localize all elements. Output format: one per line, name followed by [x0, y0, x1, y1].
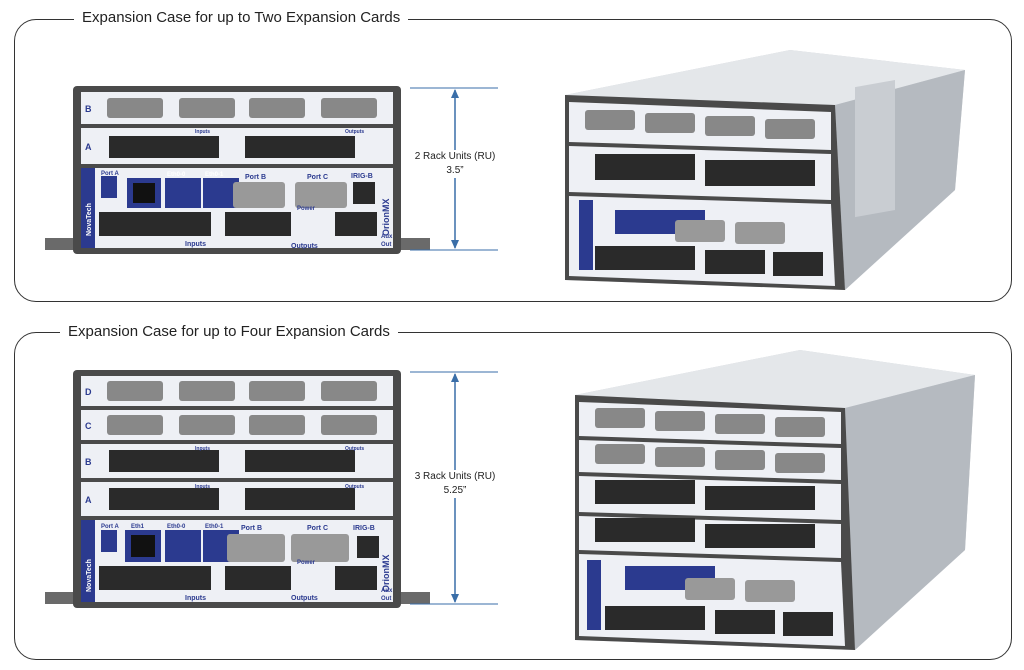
dimension-ru: 2 Rack Units (RU)	[414, 151, 496, 162]
port-a-label: Port A	[101, 524, 119, 530]
row-label-b: B	[85, 457, 92, 467]
irig-label: IRIG-B	[351, 173, 373, 180]
section-title: Expansion Case for up to Four Expansion …	[60, 323, 398, 340]
card-inputs-label-a: Inputs	[195, 484, 210, 490]
row-label-a: A	[85, 142, 92, 152]
model-label: OrionMX	[381, 555, 391, 593]
port-c-label: Port C	[307, 174, 328, 181]
aux-label: Aux	[381, 588, 393, 594]
card-inputs-label: Inputs	[195, 129, 210, 135]
eth0-1-label: Eth0-1	[205, 524, 224, 530]
port-c-label: Port C	[307, 525, 328, 532]
outputs-label: Outputs	[291, 595, 318, 602]
dimension-label: 3 Rack Units (RU) 5.25”	[405, 470, 505, 498]
card-inputs-label-b: Inputs	[195, 446, 210, 452]
row-label-a: A	[85, 495, 92, 505]
port-a-label: Port A	[101, 171, 119, 177]
outputs-label: Outputs	[291, 243, 318, 250]
eth0-0-label: Eth0-0	[167, 172, 186, 178]
perspective-view-device-2ru	[565, 50, 965, 290]
port-b-label: Port B	[245, 174, 266, 181]
eth0-0-label: Eth0-0	[167, 524, 186, 530]
row-label-d: D	[85, 387, 92, 397]
model-label: OrionMX	[381, 199, 391, 237]
front-view-device-3ru: D C B A Port A Eth1 Eth0-0 Eth0-1 Port B…	[45, 370, 430, 608]
inputs-label: Inputs	[185, 595, 206, 602]
brand-label: NovaTech	[86, 559, 93, 592]
brand-label: NovaTech	[86, 203, 93, 236]
power-label: Power	[297, 206, 316, 212]
inputs-label: Inputs	[185, 241, 206, 248]
port-b-label: Port B	[241, 525, 262, 532]
out-label: Out	[381, 596, 391, 602]
power-label: Power	[297, 560, 316, 566]
eth1-label: Eth1	[131, 524, 145, 530]
aux-label: Aux	[381, 234, 393, 240]
card-outputs-label-a: Outputs	[345, 484, 364, 490]
card-outputs-label-b: Outputs	[345, 446, 364, 452]
row-label-c: C	[85, 421, 92, 431]
eth0-1-label: Eth0-1	[205, 172, 224, 178]
dimension-ru: 3 Rack Units (RU)	[414, 471, 496, 482]
section-title: Expansion Case for up to Two Expansion C…	[74, 9, 409, 26]
dimension-inches: 3.5”	[446, 165, 464, 176]
perspective-view-device-3ru	[575, 350, 975, 650]
front-view-device-2ru: B A Port A Eth0-0 Eth0-1 Port B Port C I…	[45, 86, 430, 254]
irig-label: IRIG-B	[353, 525, 375, 532]
dimension-inches: 5.25”	[443, 485, 467, 496]
dimension-label: 2 Rack Units (RU) 3.5”	[405, 150, 505, 178]
row-label-b: B	[85, 104, 92, 114]
card-outputs-label: Outputs	[345, 129, 364, 135]
out-label: Out	[381, 242, 391, 248]
